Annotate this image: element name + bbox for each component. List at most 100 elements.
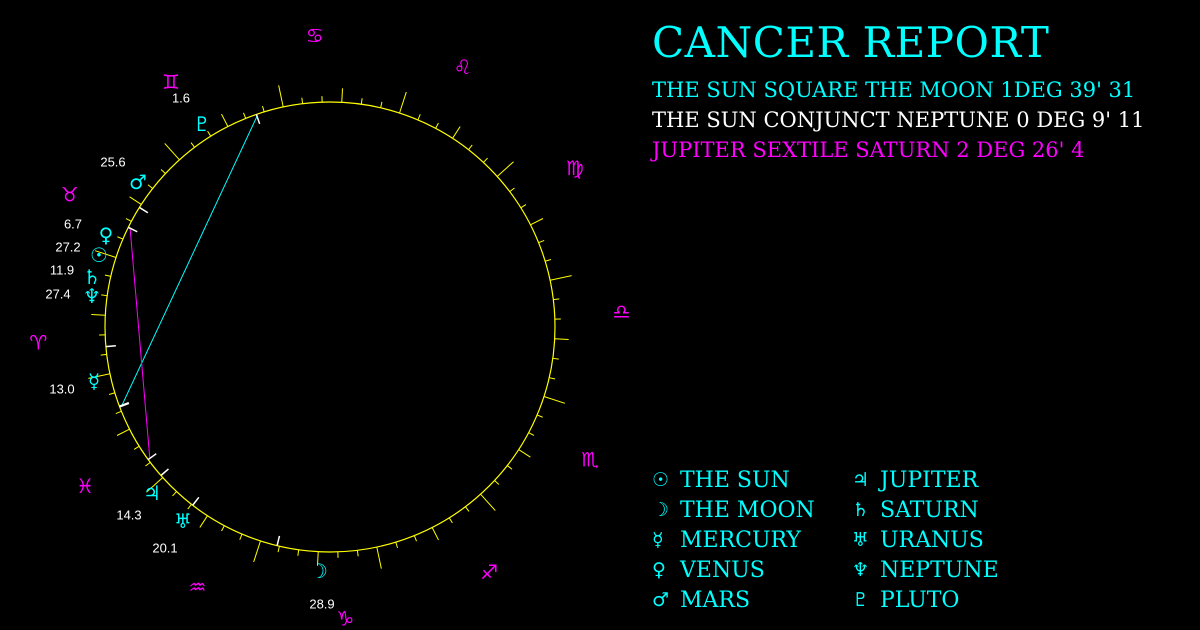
wheel-tick	[549, 377, 556, 380]
wheel-tick	[88, 373, 111, 379]
wheel-tick	[239, 533, 243, 540]
wheel-tick	[360, 98, 363, 105]
aspect-line-sun-moon	[121, 116, 258, 407]
legend-label: SATURN	[880, 497, 979, 523]
legend-item-moon: ☽ THE MOON	[652, 497, 852, 523]
legend-label: THE SUN	[680, 467, 790, 493]
wheel-tick	[301, 97, 304, 104]
wheel-tick	[520, 204, 527, 209]
saturn-icon: ♄	[83, 265, 101, 289]
wheel-tick	[277, 546, 280, 553]
wheel-tick	[545, 258, 552, 262]
wheel-tick	[160, 169, 166, 174]
planet-venus-marker	[160, 468, 169, 477]
wheel-tick	[468, 144, 473, 151]
wheel-tick	[190, 142, 195, 148]
planet-mercury-degree: 13.0	[49, 382, 74, 397]
wheel-tick	[417, 114, 421, 121]
legend-label: PLUTO	[880, 587, 960, 613]
planet-uranus-marker	[138, 206, 149, 214]
legend-label: MERCURY	[680, 527, 801, 553]
planet-uranus-degree: 20.1	[152, 541, 177, 556]
moon-icon: ☽	[652, 499, 670, 521]
moon-icon: ☽	[310, 559, 328, 583]
legend-item-sun: ☉ THE SUN	[652, 467, 852, 493]
aspect-line-sun-moon: THE SUN SQUARE THE MOON 1DEG 39' 31	[652, 78, 1136, 102]
planet-saturn-marker	[147, 453, 157, 461]
wheel-tick	[101, 294, 108, 297]
planet-moon-marker	[255, 114, 261, 125]
planet-neptune-marker	[119, 401, 130, 407]
wheel-tick	[199, 515, 208, 528]
wheel-tick	[133, 445, 140, 450]
wheel-tick	[187, 503, 192, 510]
sun-icon: ☉	[652, 469, 670, 491]
wheel-tick	[297, 549, 300, 556]
mercury-icon: ☿	[652, 529, 664, 551]
wheel-tick	[261, 105, 265, 112]
aspect-line-jupiter-saturn	[129, 228, 151, 459]
sign-gemini-icon: ♊	[162, 70, 180, 94]
wheel-tick	[146, 477, 164, 493]
wheel-tick	[356, 550, 359, 557]
planet-markers	[105, 114, 281, 546]
neptune-icon: ♆	[852, 559, 870, 581]
venus-icon: ♀	[99, 223, 114, 247]
planet-mars-degree: 25.6	[100, 155, 125, 170]
planet-neptune-degree: 27.4	[45, 287, 70, 302]
zodiac-circle	[104, 101, 556, 553]
wheel-tick	[553, 298, 560, 301]
wheel-tick	[125, 218, 132, 222]
legend-item-neptune: ♆ NEPTUNE	[852, 557, 1052, 583]
pluto-icon: ♇	[852, 589, 870, 611]
wheel-tick	[536, 414, 543, 418]
legend-label: JUPITER	[880, 467, 979, 493]
aspect-line-sun-neptune: THE SUN CONJUNCT NEPTUNE 0 DEG 9' 11	[652, 108, 1145, 132]
wheel-tick	[164, 143, 180, 161]
planet-sun-degree: 27.2	[55, 240, 80, 255]
wheel-tick	[552, 357, 559, 360]
wheel-tick	[221, 113, 229, 127]
wheel-tick	[129, 196, 142, 205]
wheel-tick	[147, 184, 154, 189]
sign-sagittarius-icon: ♐	[480, 560, 498, 584]
sign-libra-icon: ♎	[613, 300, 630, 324]
wheel-tick	[376, 546, 382, 569]
wheel-tick	[494, 480, 500, 485]
planet-pluto-degree: 1.6	[172, 91, 190, 106]
mercury-icon: ☿	[88, 369, 100, 393]
wheel-tick	[465, 506, 470, 512]
wheel-tick	[435, 122, 439, 129]
mars-icon: ♂	[129, 170, 147, 194]
wheel-tick	[115, 410, 122, 414]
wheel-tick	[399, 91, 407, 114]
legend-label: THE MOON	[680, 497, 815, 523]
sign-taurus-icon: ♉	[61, 182, 79, 206]
wheel-tick	[483, 157, 488, 163]
sun-icon: ☉	[90, 243, 108, 267]
legend-label: VENUS	[680, 557, 765, 583]
jupiter-icon: ♃	[852, 469, 870, 491]
neptune-icon: ♆	[83, 284, 101, 308]
sign-aquarius-icon: ♒	[188, 575, 206, 599]
jupiter-icon: ♃	[143, 481, 161, 505]
sign-cancer-icon: ♋	[306, 23, 324, 47]
planet-jupiter-marker	[127, 226, 138, 233]
wheel-tick	[380, 101, 383, 108]
wheel-tick	[496, 161, 514, 177]
sign-aries-icon: ♈	[29, 330, 47, 354]
uranus-icon: ♅	[852, 529, 870, 551]
wheel-tick	[448, 517, 453, 524]
aspect-line-jupiter-saturn: JUPITER SEXTILE SATURN 2 DEG 26' 4	[652, 138, 1085, 162]
wheel-tick	[100, 353, 107, 356]
wheel-tick	[509, 187, 515, 192]
planet-pluto-marker	[276, 535, 281, 546]
planet-saturn-degree: 11.9	[50, 263, 74, 278]
wheel-tick	[104, 274, 111, 277]
sign-capricorn-icon: ♑	[336, 607, 354, 630]
wheel-tick	[549, 275, 572, 281]
wheel-tick	[253, 540, 261, 563]
wheel-tick	[538, 240, 545, 244]
wheel-tick	[341, 88, 344, 103]
wheel-tick	[316, 551, 319, 566]
